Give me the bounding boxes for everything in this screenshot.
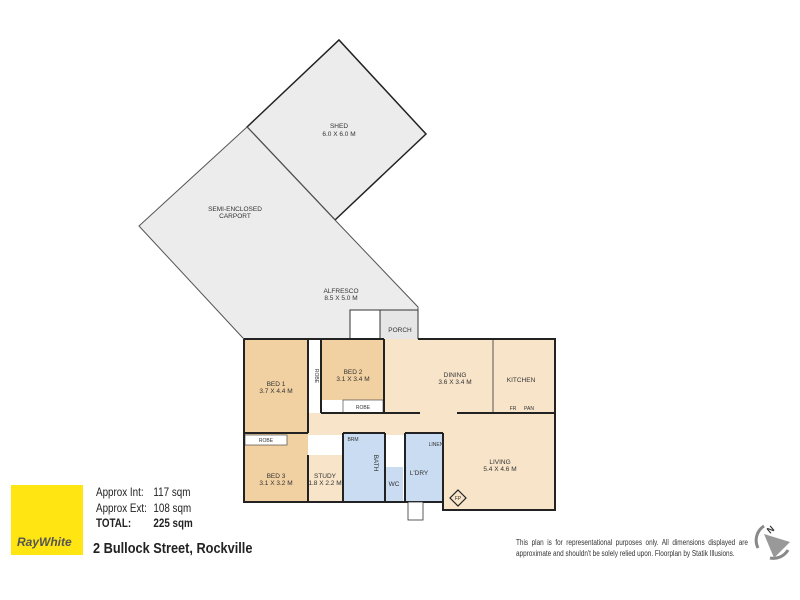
porch-stairs <box>349 309 381 341</box>
raywhite-logo: RayWhite <box>11 485 83 555</box>
dim-alfresco: 8.5 X 5.0 M <box>324 295 357 302</box>
north-arrow-icon: N <box>754 524 790 560</box>
label-bed3: BED 3 <box>267 473 286 480</box>
label-laundry: L'DRY <box>410 470 429 477</box>
label-study: STUDY <box>314 473 337 480</box>
label-carport-2: CARPORT <box>219 213 251 220</box>
logo-text: RayWhite <box>17 535 72 549</box>
area-total: TOTAL: 225 sqm <box>96 516 193 530</box>
label-brm: BRM <box>347 437 358 443</box>
room-bed2 <box>321 339 384 400</box>
int-label: Approx Int: <box>96 485 144 499</box>
property-address: 2 Bullock Street, Rockville <box>93 540 253 557</box>
dim-living: 5.4 X 4.6 M <box>483 466 516 473</box>
dim-shed: 6.0 X 6.0 M <box>322 131 355 138</box>
room-hall <box>308 413 448 435</box>
int-value: 117 sqm <box>153 485 191 499</box>
room-study <box>308 455 343 502</box>
label-carport-1: SEMI-ENCLOSED <box>208 206 262 213</box>
area-internal: Approx Int: 117 sqm <box>96 485 190 499</box>
room-bed1 <box>244 339 308 433</box>
room-laundry <box>405 433 443 502</box>
label-shed: SHED <box>330 123 348 130</box>
room-bath <box>343 433 385 502</box>
label-bath: BATH <box>372 455 379 472</box>
label-porch: PORCH <box>388 327 412 334</box>
label-bed2: BED 2 <box>344 369 363 376</box>
label-fireplace: FP <box>455 496 462 502</box>
dim-bed3: 3.1 X 3.2 M <box>259 480 292 487</box>
label-linen: LINEN <box>429 442 444 448</box>
room-wc <box>386 467 403 502</box>
ext-value: 108 sqm <box>153 501 192 515</box>
label-wc: WC <box>389 481 400 488</box>
dim-bed2: 3.1 X 3.4 M <box>336 376 369 383</box>
area-external: Approx Ext: 108 sqm <box>96 501 191 515</box>
room-dining <box>384 339 555 413</box>
total-label: TOTAL: <box>96 516 132 530</box>
label-living: LIVING <box>489 459 510 466</box>
rear-stairs <box>407 501 424 521</box>
dim-bed1: 3.7 X 4.4 M <box>259 388 292 395</box>
fireplace <box>449 489 467 507</box>
dim-study: 1.8 X 2.2 M <box>308 480 341 487</box>
label-robe-bed1: ROBE <box>313 369 319 384</box>
label-dining: DINING <box>444 372 467 379</box>
label-robe-bed3: ROBE <box>259 438 274 444</box>
label-fridge: FR <box>510 406 517 412</box>
label-kitchen: KITCHEN <box>507 377 536 384</box>
compass-north-label: N <box>765 524 776 536</box>
room-robe1 <box>308 339 321 413</box>
ext-label: Approx Ext: <box>96 501 147 515</box>
label-pantry: PAN <box>524 406 534 412</box>
label-alfresco: ALFRESCO <box>323 288 358 295</box>
label-robe-bed2: ROBE <box>356 405 371 411</box>
total-value: 225 sqm <box>153 516 193 530</box>
walls <box>243 338 556 511</box>
dim-dining: 3.6 X 3.4 M <box>438 379 471 386</box>
label-bed1: BED 1 <box>267 381 286 388</box>
disclaimer: This plan is for representational purpos… <box>516 538 748 558</box>
